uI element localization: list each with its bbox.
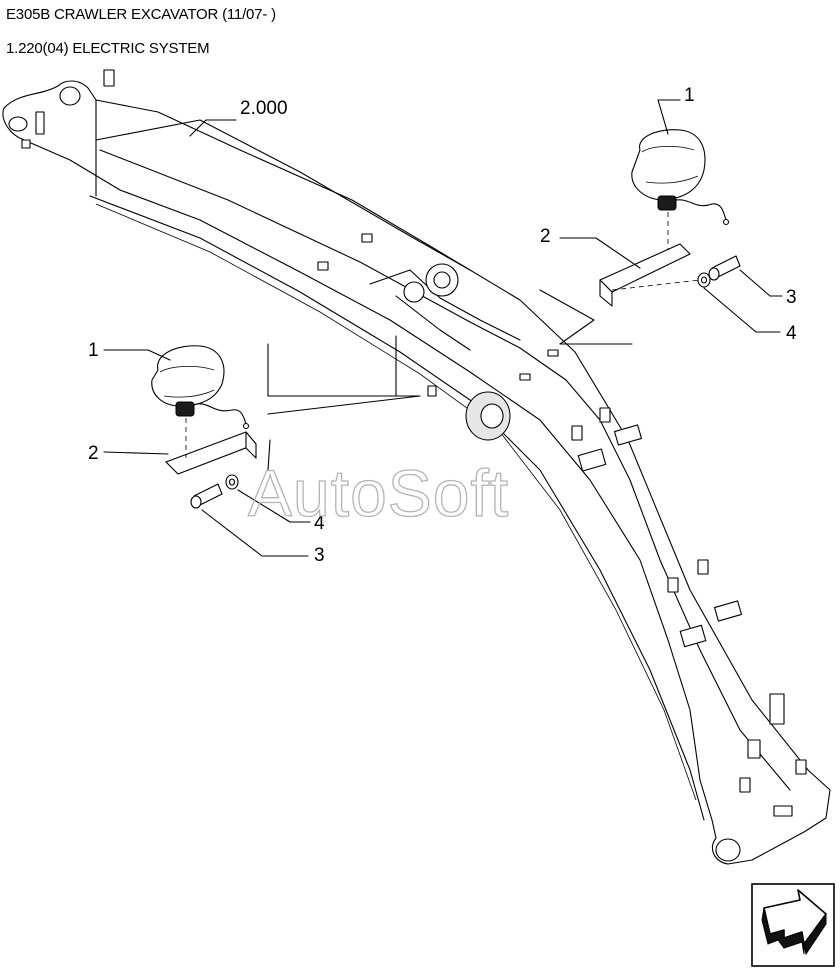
section-title: 1.220(04) ELECTRIC SYSTEM <box>6 40 210 57</box>
lower-washer <box>225 474 239 490</box>
upper-washer <box>697 272 711 288</box>
boom-arm <box>2 69 831 865</box>
callout-lower-bolt: 3 <box>314 545 325 566</box>
lower-mounting-bracket <box>165 431 257 475</box>
upper-bolt <box>708 255 741 281</box>
callout-upper-bolt: 3 <box>786 287 797 308</box>
watermark-text: AutoSoft <box>248 456 509 530</box>
callout-upper-lamp: 1 <box>684 85 695 106</box>
model-title: E305B CRAWLER EXCAVATOR (11/07- ) <box>6 6 276 23</box>
callout-lower-lamp: 1 <box>88 340 99 361</box>
callout-upper-bracket: 2 <box>540 226 551 247</box>
next-page-arrow-icon[interactable] <box>751 883 835 967</box>
upper-work-lamp <box>631 129 730 226</box>
callout-lower-bracket: 2 <box>88 443 99 464</box>
callout-lower-washer: 4 <box>314 513 325 534</box>
assembly-ref-label: 2.000 <box>240 98 288 119</box>
leader-lines <box>103 99 783 557</box>
upper-mounting-bracket <box>599 243 691 307</box>
lower-work-lamp <box>151 345 250 430</box>
callout-upper-washer: 4 <box>786 323 797 344</box>
lower-bolt <box>190 483 223 509</box>
